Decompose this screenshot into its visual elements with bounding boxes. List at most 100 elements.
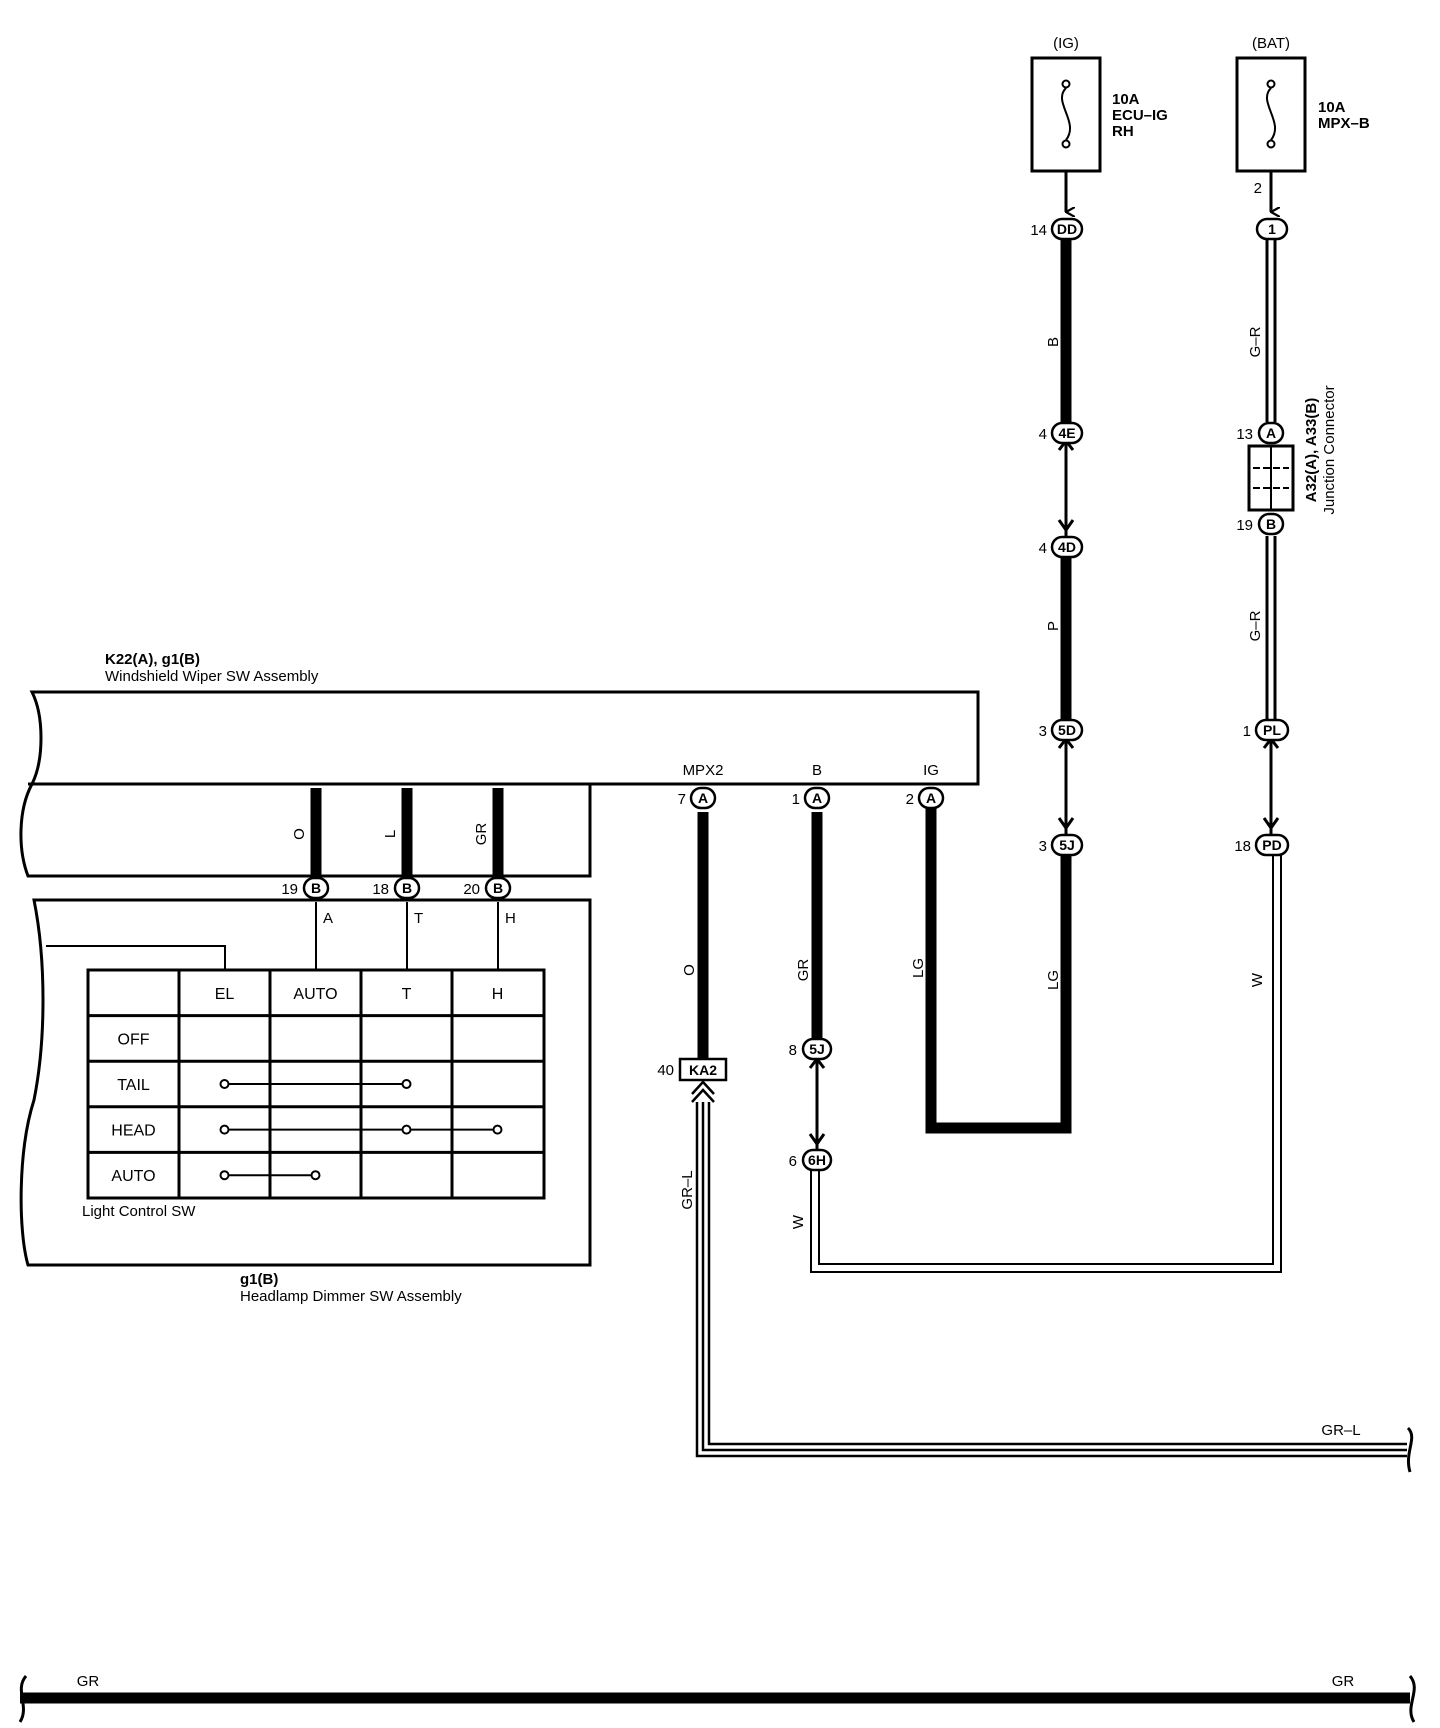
table-column-header: T (402, 986, 412, 1003)
svg-text:7: 7 (678, 791, 686, 808)
fuse-terminal-icon (1266, 139, 1276, 149)
arrow-down-icon (808, 1133, 826, 1147)
switch-wires: O L GR (291, 788, 504, 876)
connector-pill: 1 (1255, 217, 1289, 241)
fuse-bat: (BAT) 10A MPX–B 2 (1235, 35, 1370, 197)
connector-rect: KA2 40 (657, 1057, 728, 1082)
svg-text:4E: 4E (1058, 425, 1075, 441)
contact-point-icon (310, 1170, 321, 1181)
table-row-label: TAIL (117, 1077, 150, 1094)
connector-pill: A 1 (792, 786, 831, 810)
fuse-terminal-icon (1061, 139, 1071, 149)
wire-color-bat-lower: W (1249, 972, 1266, 987)
fuse-element-icon (1265, 87, 1277, 141)
svg-text:18: 18 (1234, 838, 1251, 855)
contact-point-icon (401, 1079, 412, 1089)
table-row-label: HEAD (111, 1123, 155, 1140)
connector-pill: 5D 3 (1039, 718, 1084, 742)
connector-pill: PL 1 (1243, 718, 1290, 742)
table-column-header: AUTO (293, 986, 337, 1003)
contact-point-icon (219, 1079, 230, 1089)
svg-text:3: 3 (1039, 838, 1047, 855)
svg-text:1: 1 (792, 791, 800, 808)
connector-pill: B 20 (463, 876, 512, 900)
svg-text:DD: DD (1057, 221, 1077, 237)
svg-text:40: 40 (657, 1062, 674, 1079)
contact-point-icon (219, 1124, 230, 1135)
connector-pill: 5J 3 (1039, 833, 1084, 857)
center-wires: O GR W GR–L GR–L (679, 812, 1414, 1473)
svg-text:4: 4 (1039, 426, 1047, 443)
wire-color-grl-horiz: GR–L (1321, 1422, 1360, 1439)
dimmer-assembly-code: g1(B) (240, 1271, 278, 1288)
svg-text:B: B (493, 880, 503, 896)
connector-pill: B 19 (281, 876, 330, 900)
continuation-icon (1408, 1675, 1416, 1723)
connector-pill: B 18 (372, 876, 421, 900)
svg-text:PL: PL (1263, 722, 1281, 738)
svg-text:A: A (926, 790, 936, 806)
svg-text:5D: 5D (1058, 722, 1076, 738)
wiper-assembly-code: K22(A), g1(B) (105, 651, 200, 668)
switch-term-a: A (323, 910, 333, 927)
svg-text:14: 14 (1030, 222, 1047, 239)
wire-color-ig-mid: P (1045, 621, 1062, 631)
svg-text:6H: 6H (808, 1152, 826, 1168)
dimmer-assembly-name: Headlamp Dimmer SW Assembly (240, 1288, 462, 1305)
connector-pill: DD 14 (1030, 217, 1084, 241)
continuation-icon (18, 1675, 28, 1723)
dimmer-assembly: g1(B) Headlamp Dimmer SW Assembly A T H (19, 898, 592, 1305)
contact-point-icon (219, 1170, 230, 1181)
svg-text:A: A (1266, 425, 1276, 441)
wire-color-sw-a: O (291, 828, 308, 840)
arrow-down-icon (1057, 817, 1075, 831)
junction-title: A32(A), A33(B) (1303, 398, 1320, 502)
fuse-ig-rating: 10A (1112, 91, 1140, 108)
connector-pill: 4E 4 (1039, 421, 1084, 445)
fuse-terminal-icon (1061, 79, 1071, 89)
bat-circuit: G–R A32(A), A33(B) Junction Connector G–… (810, 171, 1338, 1273)
wire-color-w: W (790, 1214, 807, 1229)
svg-text:PD: PD (1262, 837, 1281, 853)
table-column-header: H (492, 986, 504, 1003)
wire-color-bottom-right: GR (1332, 1673, 1355, 1690)
terminal-ig: IG (923, 762, 939, 779)
ig-circuit: B P LG LG (910, 171, 1075, 1134)
arrow-down-icon (1262, 817, 1280, 831)
svg-text:KA2: KA2 (689, 1062, 717, 1078)
fuse-bat-name: MPX–B (1318, 115, 1370, 132)
fuse-ig-source: (IG) (1053, 35, 1079, 52)
svg-text:5J: 5J (809, 1041, 825, 1057)
svg-text:18: 18 (372, 881, 389, 898)
connector-pill: A 2 (906, 786, 945, 810)
svg-text:B: B (311, 880, 321, 896)
svg-text:20: 20 (463, 881, 480, 898)
fuse-ig-name: ECU–IG (1112, 107, 1168, 124)
fuse-terminal-icon (1266, 79, 1276, 89)
table-row-label: AUTO (111, 1168, 155, 1185)
terminal-mpx2: MPX2 (683, 762, 724, 779)
contact-point-icon (401, 1124, 412, 1135)
svg-text:A: A (698, 790, 708, 806)
svg-text:19: 19 (1236, 517, 1253, 534)
switch-term-t: T (414, 910, 423, 927)
svg-text:4D: 4D (1058, 539, 1076, 555)
fuse-bat-rating: 10A (1318, 99, 1346, 116)
fuse-bat-pin: 2 (1254, 180, 1262, 197)
junction-subtitle: Junction Connector (1321, 385, 1338, 514)
svg-text:4: 4 (1039, 540, 1047, 557)
connector-pill: 5J 8 (789, 1037, 833, 1061)
wiper-assembly: K22(A), g1(B) Windshield Wiper SW Assemb… (19, 651, 980, 878)
contact-point-icon (492, 1124, 503, 1135)
fuse-bat-source: (BAT) (1252, 35, 1290, 52)
svg-text:B: B (402, 880, 412, 896)
connector-pill: A 13 (1236, 421, 1285, 445)
arrow-up-icon (691, 1080, 715, 1095)
wire-color-mpx2: O (681, 964, 698, 976)
wire-color-grl-vert: GR–L (679, 1170, 696, 1209)
wire-color-bat-upper: G–R (1247, 326, 1264, 357)
connector-pill: PD 18 (1234, 833, 1290, 857)
svg-text:19: 19 (281, 881, 298, 898)
connector-pill: B 19 (1236, 512, 1285, 536)
